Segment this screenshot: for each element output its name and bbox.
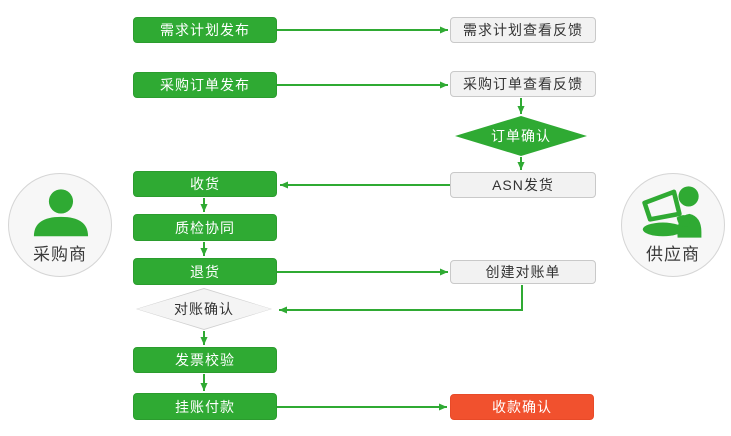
node-receipt-confirm: 收款确认 — [450, 394, 594, 420]
node-quality-check: 质检协同 — [133, 214, 277, 241]
supplier-laptop-person-icon — [640, 186, 706, 238]
node-create-statement: 创建对账单 — [450, 260, 596, 284]
node-reconcile-confirm-diamond: 对账确认 — [136, 288, 272, 330]
node-invoice-verify: 发票校验 — [133, 347, 277, 373]
node-payment-on-account: 挂账付款 — [133, 393, 277, 420]
node-po-feedback: 采购订单查看反馈 — [450, 71, 596, 97]
node-return-goods: 退货 — [133, 258, 277, 285]
connector-statement-to-reconcile — [279, 285, 523, 314]
node-demand-plan-publish: 需求计划发布 — [133, 17, 277, 43]
node-receive: 收货 — [133, 171, 277, 197]
node-reconcile-confirm-label: 对账确认 — [174, 301, 234, 317]
node-demand-plan-feedback: 需求计划查看反馈 — [450, 17, 596, 43]
node-order-confirm-label: 订单确认 — [491, 128, 551, 144]
node-po-publish: 采购订单发布 — [133, 72, 277, 98]
node-asn-ship: ASN发货 — [450, 172, 596, 198]
buyer-actor-badge: 采购商 — [8, 173, 112, 277]
supplier-actor-badge: 供应商 — [621, 173, 725, 277]
node-order-confirm-diamond: 订单确认 — [455, 116, 587, 156]
buyer-person-icon — [31, 186, 89, 238]
supplier-actor-label: 供应商 — [646, 245, 700, 264]
buyer-actor-label: 采购商 — [33, 245, 87, 264]
